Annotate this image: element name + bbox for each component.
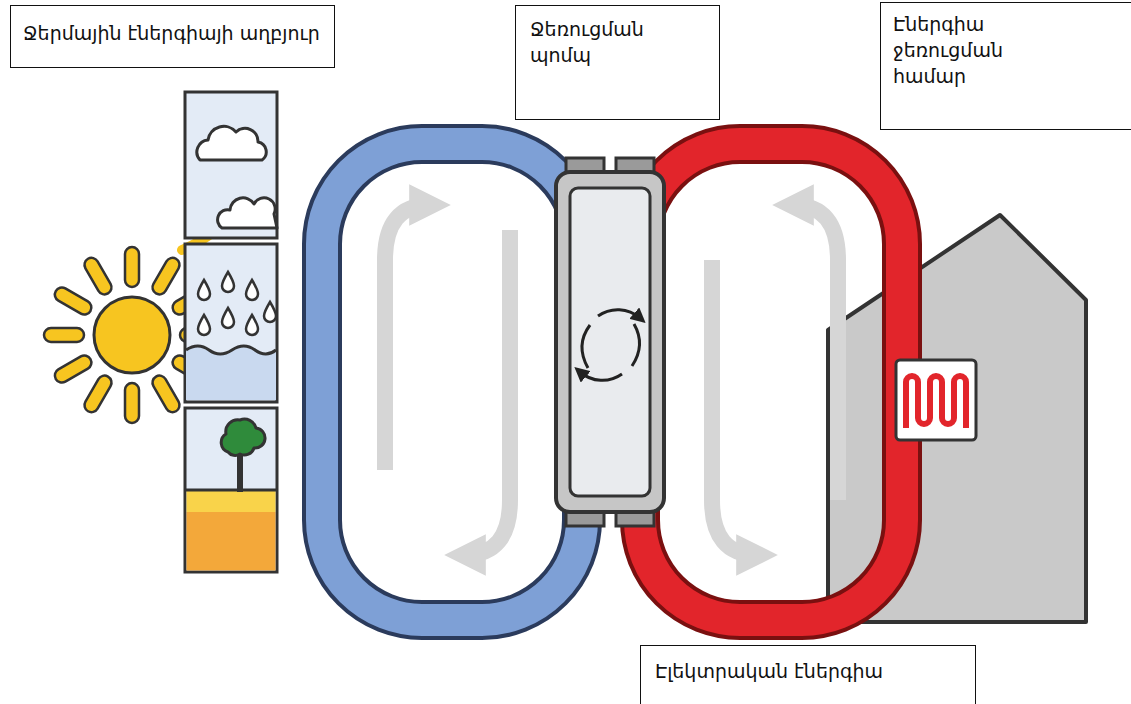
rain-drop <box>198 280 210 300</box>
rain-drop <box>264 302 276 322</box>
sun-ray <box>52 353 94 385</box>
label-text: Ջերմային էներգիայի աղբյուր <box>23 20 322 46</box>
source-label-box: Ջերմային էներգիայի աղբյուր <box>10 5 335 68</box>
label-text: Էլեկտրական էներգիա <box>655 658 961 684</box>
rain-drop <box>198 315 210 335</box>
label-text: Ջեռուցման պոմպ <box>530 16 680 68</box>
rain-drop <box>246 315 258 335</box>
sun-ray <box>125 247 139 287</box>
water-panel <box>185 244 277 402</box>
cold-circuit <box>322 144 582 620</box>
air-panel <box>185 92 277 238</box>
heat-pump-unit <box>556 158 664 526</box>
sun-ray <box>44 328 84 342</box>
ground-panel <box>185 408 277 572</box>
rain-drop <box>222 272 234 292</box>
electricity-label-box: Էլեկտրական էներգիա <box>640 645 976 704</box>
rain-drop <box>246 280 258 300</box>
sun <box>94 297 170 373</box>
radiator <box>896 360 976 440</box>
pump-label-box: Ջեռուցման պոմպ <box>515 5 720 120</box>
sun-ray <box>82 255 114 297</box>
sun-ray <box>150 373 182 415</box>
rain-drop <box>222 308 234 328</box>
label-text: Էներգիա ջեռուցման համար <box>893 11 1028 90</box>
sun-ray <box>82 373 114 415</box>
sun-ray <box>150 255 182 297</box>
hot-circuit <box>640 144 902 620</box>
sun-ray <box>52 285 94 317</box>
house <box>828 215 1086 622</box>
sun-ray <box>125 383 139 423</box>
heating-label-box: Էներգիա ջեռուցման համար <box>880 2 1131 130</box>
